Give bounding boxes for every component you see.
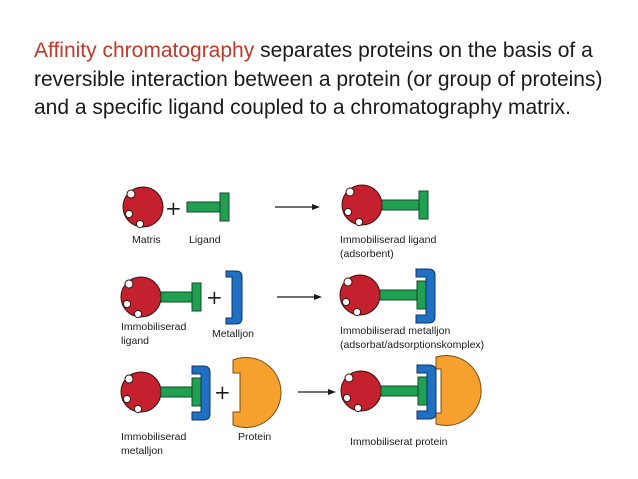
highlight-term: Affinity chromatography — [34, 39, 255, 62]
label-immob-metalljon-a: Immobiliserad — [121, 431, 187, 443]
row-2: + Immobiliserad ligand Metalljon Immobil… — [120, 268, 484, 351]
immobilized-protein — [340, 355, 482, 426]
label-adsorbent: (adsorbent) — [340, 248, 394, 260]
label-immob-ligand: Immobiliserad ligand — [340, 234, 436, 246]
label-immob-metalljon-b: metalljon — [121, 445, 163, 457]
label-immob-metalljon: Immobiliserad metalljon — [340, 325, 450, 337]
label-adsorbat: (adsorbat/adsorptionskomplex) — [340, 339, 484, 351]
label-protein: Protein — [238, 431, 271, 443]
ligand-metal-shape — [160, 365, 211, 421]
immobilized-metal-ion — [339, 268, 436, 324]
matrix-bead — [120, 276, 162, 319]
protein-shape — [232, 357, 282, 428]
metal-ion-shape — [225, 270, 243, 325]
plus-sign: + — [165, 196, 182, 220]
matrix-bead — [122, 186, 164, 229]
intro-text: separates proteins on the basis of a rev… — [34, 39, 603, 119]
label-immob-ligand-a: Immobiliserad — [121, 321, 187, 333]
label-immob-protein: Immobiliserat protein — [350, 436, 448, 448]
ligand-shape — [160, 282, 202, 312]
ligand-shape — [186, 192, 230, 222]
plus-sign: + — [214, 380, 231, 404]
immobilized-ligand — [341, 184, 429, 227]
label-metalljon: Metalljon — [212, 328, 254, 340]
label-immob-ligand-b: ligand — [121, 335, 149, 347]
label-matris: Matris — [132, 234, 161, 246]
arrow — [298, 389, 336, 395]
label-ligand: Ligand — [189, 234, 221, 246]
arrow — [275, 204, 320, 210]
arrow — [277, 294, 322, 300]
intro-paragraph: Affinity chromatography separates protei… — [34, 37, 609, 123]
matrix-bead — [120, 371, 162, 414]
plus-sign: + — [206, 285, 223, 309]
row-3: + Immobiliserad metalljon Protein Immobi… — [120, 355, 482, 457]
row-1: + Matris Ligand Immobiliserad ligand (ad… — [122, 184, 436, 260]
